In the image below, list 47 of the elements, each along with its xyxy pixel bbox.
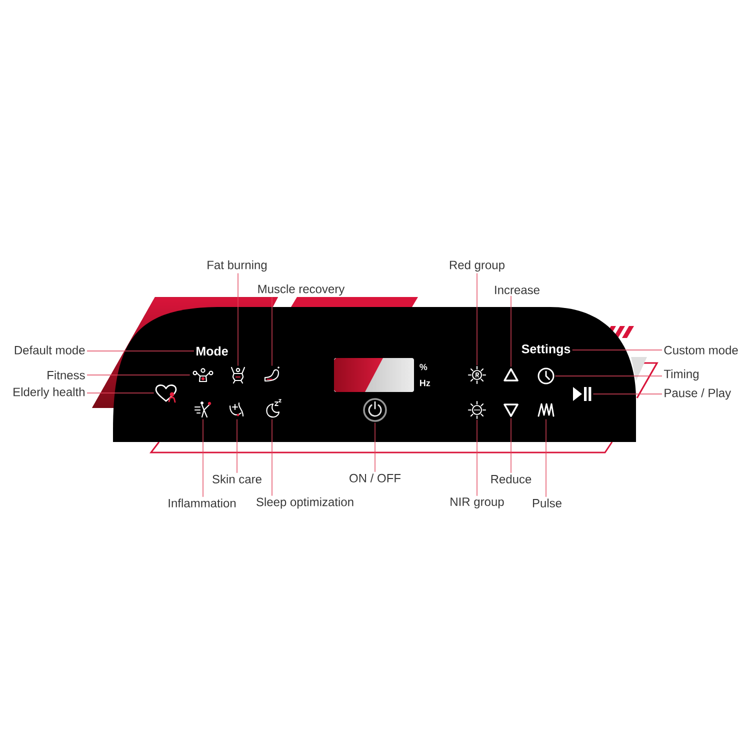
figure-icon xyxy=(230,366,246,384)
triangle-icon xyxy=(504,404,518,417)
person-dumbbell-icon xyxy=(192,368,214,382)
callout-label: Muscle recovery xyxy=(258,284,345,296)
heart-icon xyxy=(155,384,177,403)
callout-label: Default mode xyxy=(14,346,85,354)
unit-label: % xyxy=(420,364,428,370)
motion-figure-icon xyxy=(194,402,212,418)
unit-label: Hz xyxy=(420,380,430,386)
leader-line xyxy=(476,419,478,496)
callout-label: Skin care xyxy=(212,474,262,484)
control-panel xyxy=(113,307,636,442)
callout-label: Fitness xyxy=(48,370,85,380)
leader-line xyxy=(236,418,238,474)
callout-label: Red group xyxy=(450,260,504,272)
sun-icon xyxy=(468,400,486,420)
callout-label: Custom mode xyxy=(664,346,738,354)
leader-line xyxy=(476,272,478,366)
callout-label: Increase xyxy=(495,286,540,294)
callout-label: ON / OFF xyxy=(350,474,401,482)
callout-label: Pulse xyxy=(532,498,562,508)
leader-line xyxy=(510,418,512,474)
leader-line xyxy=(202,418,204,498)
panel-heading: Mode xyxy=(196,346,228,356)
callout-label: Pause / Play xyxy=(664,388,732,400)
leader-line xyxy=(86,374,190,376)
leader-line xyxy=(510,296,512,368)
callout-label: Sleep optimization xyxy=(256,497,354,509)
callout-label: Elderly health xyxy=(14,387,84,399)
leader-line xyxy=(86,350,194,352)
callout-label: NIR group xyxy=(450,498,504,508)
power-icon xyxy=(363,398,387,422)
triangle-icon xyxy=(504,368,518,382)
callout-label: Timing xyxy=(664,369,698,381)
flexed-arm-icon xyxy=(264,366,280,382)
callout-label: Reduce xyxy=(491,474,532,484)
moon-icon xyxy=(266,399,282,418)
callout-label: Fat burning xyxy=(208,260,267,272)
panel-heading: Settings xyxy=(522,344,570,356)
zigzag-icon xyxy=(538,403,554,417)
clock-icon xyxy=(538,368,554,384)
leader-line xyxy=(86,392,154,394)
sun-icon xyxy=(468,366,486,384)
curve-sparkle-icon xyxy=(229,402,244,417)
leader-line xyxy=(374,422,376,472)
callout-label: Inflammation xyxy=(168,498,236,508)
play-pause-icon xyxy=(573,387,592,401)
